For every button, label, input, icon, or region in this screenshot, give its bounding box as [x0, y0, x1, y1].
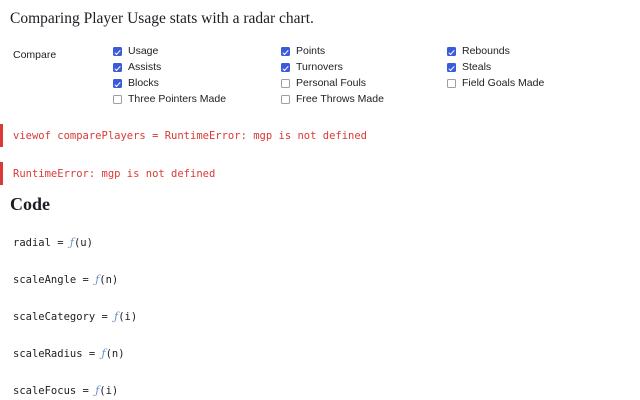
checkbox-row[interactable]: Blocks	[113, 76, 226, 91]
checkbox-row[interactable]: Assists	[113, 60, 226, 75]
checkbox-checked-icon[interactable]	[113, 47, 122, 56]
checkbox-checked-icon[interactable]	[447, 63, 456, 72]
checkbox-checked-icon[interactable]	[281, 47, 290, 56]
code-cell-arg: (i)	[118, 311, 138, 323]
checkbox-row[interactable]: Personal Fouls	[281, 76, 384, 91]
checkbox-label: Field Goals Made	[462, 77, 545, 89]
intro-paragraph: Comparing Player Usage stats with a rada…	[10, 10, 314, 27]
checkbox-label: Three Pointers Made	[128, 93, 227, 105]
function-glyph-icon: ƒ	[101, 347, 106, 360]
checkbox-label: Points	[296, 45, 326, 57]
function-glyph-icon: ƒ	[69, 236, 74, 249]
checkbox-checked-icon[interactable]	[113, 63, 122, 72]
checkbox-checked-icon[interactable]	[113, 79, 122, 88]
checkbox-label: Steals	[462, 61, 492, 73]
checkbox-row[interactable]: Turnovers	[281, 60, 384, 75]
checkbox-label: Blocks	[128, 77, 159, 89]
error-text: RuntimeError: mgp is not defined	[13, 167, 216, 180]
code-assign-operator: =	[76, 274, 96, 286]
checkbox-label: Assists	[128, 61, 162, 73]
checkbox-row[interactable]: Steals	[447, 60, 544, 75]
code-cell-arg: (u)	[73, 237, 93, 249]
code-cell-arg: (n)	[99, 274, 119, 286]
checkbox-label: Personal Fouls	[296, 77, 367, 89]
code-cell-arg: (n)	[105, 348, 125, 360]
checkbox-checked-icon[interactable]	[281, 63, 290, 72]
checkbox-row[interactable]: Usage	[113, 44, 226, 59]
checkbox-row[interactable]: Field Goals Made	[447, 76, 544, 91]
code-assign-operator: =	[76, 385, 96, 397]
code-cell-name: scaleRadius	[13, 348, 83, 360]
error-text: viewof comparePlayers = RuntimeError: mg…	[13, 129, 368, 142]
code-cell-name: scaleCategory	[13, 311, 96, 323]
error-message-1: RuntimeError: mgp is not defined	[0, 162, 215, 185]
code-cell-name: radial	[13, 237, 51, 249]
checkbox-label: Turnovers	[296, 61, 343, 73]
function-glyph-icon: ƒ	[95, 384, 100, 397]
checkbox-row[interactable]: Points	[281, 44, 384, 59]
checkbox-unchecked-icon[interactable]	[281, 79, 290, 88]
checkbox-checked-icon[interactable]	[447, 47, 456, 56]
code-cell-name: scaleFocus	[13, 385, 77, 397]
code-cell[interactable]: scaleRadius = ƒ(n)	[13, 347, 125, 361]
code-cell[interactable]: radial = ƒ(u)	[13, 236, 93, 250]
error-message-0: viewof comparePlayers = RuntimeError: mg…	[0, 124, 367, 147]
checkbox-unchecked-icon[interactable]	[281, 95, 290, 104]
code-cell-name: scaleAngle	[13, 274, 77, 286]
code-assign-operator: =	[82, 348, 102, 360]
code-assign-operator: =	[50, 237, 70, 249]
checkbox-unchecked-icon[interactable]	[113, 95, 122, 104]
code-cell[interactable]: scaleFocus = ƒ(i)	[13, 384, 118, 398]
checkbox-row[interactable]: Rebounds	[447, 44, 544, 59]
code-cell-arg: (i)	[99, 385, 119, 397]
code-cell[interactable]: scaleCategory = ƒ(i)	[13, 310, 137, 324]
code-section-heading: Code	[10, 194, 50, 214]
code-assign-operator: =	[95, 311, 115, 323]
checkbox-label: Usage	[128, 45, 159, 57]
code-cell[interactable]: scaleAngle = ƒ(n)	[13, 273, 118, 287]
checkbox-label: Free Throws Made	[296, 93, 384, 105]
function-glyph-icon: ƒ	[95, 273, 100, 286]
checkbox-unchecked-icon[interactable]	[447, 79, 456, 88]
checkbox-row[interactable]: Free Throws Made	[281, 92, 384, 107]
checkbox-label: Rebounds	[462, 45, 510, 57]
function-glyph-icon: ƒ	[114, 310, 119, 323]
compare-form-label: Compare	[13, 49, 57, 61]
checkbox-row[interactable]: Three Pointers Made	[113, 92, 226, 107]
